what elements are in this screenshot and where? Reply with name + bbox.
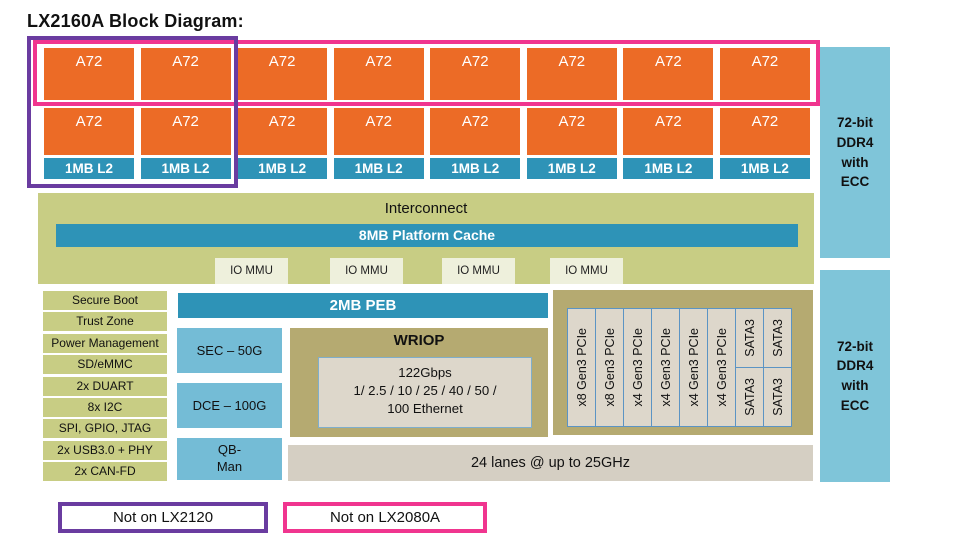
pcie-lane-label: x4 Gen3 PCIe [714,328,729,407]
pcie-lane-label: x4 Gen3 PCIe [686,328,701,407]
pcie-lane-label: x4 Gen3 PCIe [630,328,645,407]
serdes-lanes-bar: 24 lanes @ up to 25GHz [288,445,813,481]
l2-cache-box: 1MB L2 [719,158,810,179]
ddr4-controller-2: 72-bit DDR4 with ECC [820,270,890,482]
a72-core-box: A72 [623,48,714,100]
sata3-label: SATA3 [770,378,785,416]
a72-core-box: A72 [430,48,521,100]
l2-cache-box: 1MB L2 [140,158,231,179]
l2-cache-box: 1MB L2 [44,158,134,179]
core-column-4: A72 A72 1MB L2 [333,48,424,179]
a72-core-box: A72 [333,108,424,155]
peripheral-sd-emmc: SD/eMMC [43,355,167,375]
a72-core-box: A72 [719,48,810,100]
a72-core-box: A72 [526,108,617,155]
sata3-label: SATA3 [742,319,757,357]
wriop-ethernet-detail: 122Gbps 1/ 2.5 / 10 / 25 / 40 / 50 / 100… [318,357,532,428]
not-on-lx2080a-outline [33,40,820,106]
l2-cache-box: 1MB L2 [623,158,714,179]
a72-core-box: A72 [430,108,521,155]
wriop-title: WRIOP [393,332,445,349]
peripheral-trust-zone: Trust Zone [43,312,167,332]
a72-core-box: A72 [140,48,231,100]
peripheral-list: Secure Boot Trust Zone Power Management … [43,291,167,482]
core-column-2: A72 A72 1MB L2 [140,48,231,179]
interconnect-label: Interconnect [384,200,468,217]
not-on-lx2120-outline [27,36,238,188]
dce-accelerator-box: DCE – 100G [177,383,282,428]
io-mmu-box: IO MMU [550,258,623,284]
a72-core-box: A72 [623,108,714,155]
a72-core-box: A72 [333,48,424,100]
a72-core-box: A72 [719,108,810,155]
l2-cache-box: 1MB L2 [237,158,328,179]
sata3-box: SATA3 [735,308,764,368]
core-column-8: A72 A72 1MB L2 [719,48,810,179]
sec-accelerator-box: SEC – 50G [177,328,282,373]
peripheral-duart: 2x DUART [43,376,167,396]
serdes-lanes: x8 Gen3 PCIe x8 Gen3 PCIe x4 Gen3 PCIe x… [567,308,792,427]
a72-core-box: A72 [237,108,328,155]
a72-core-box: A72 [44,108,134,155]
sata-column: SATA3 SATA3 [763,308,792,427]
peripheral-spi-gpio-jtag: SPI, GPIO, JTAG [43,419,167,439]
pcie-lane-box: x4 Gen3 PCIe [623,308,652,427]
pcie-lane-label: x8 Gen3 PCIe [602,328,617,407]
peb-bar: 2MB PEB [178,293,548,318]
page-title: LX2160A Block Diagram: [27,11,244,31]
peripheral-i2c: 8x I2C [43,397,167,417]
a72-core-box: A72 [44,48,134,100]
peripheral-usb: 2x USB3.0 + PHY [43,440,167,460]
pcie-lane-box: x4 Gen3 PCIe [651,308,680,427]
core-column-7: A72 A72 1MB L2 [623,48,714,179]
ddr4-controller-1: 72-bit DDR4 with ECC [820,47,890,258]
legend-not-on-lx2120: Not on LX2120 [58,502,268,533]
core-grid: A72 A72 1MB L2 A72 A72 1MB L2 A72 A72 1M… [44,48,810,179]
core-column-3: A72 A72 1MB L2 [237,48,328,179]
legend-not-on-lx2080a: Not on LX2080A [283,502,487,533]
pcie-lane-box: x4 Gen3 PCIe [679,308,708,427]
sata3-label: SATA3 [770,319,785,357]
core-column-6: A72 A72 1MB L2 [526,48,617,179]
io-mmu-box: IO MMU [330,258,403,284]
a72-core-box: A72 [140,108,231,155]
pcie-lane-label: x4 Gen3 PCIe [658,328,673,407]
sata3-box: SATA3 [763,367,792,427]
pcie-lane-label: x8 Gen3 PCIe [574,328,589,407]
io-mmu-box: IO MMU [442,258,515,284]
core-column-1: A72 A72 1MB L2 [44,48,134,179]
peripheral-can-fd: 2x CAN-FD [43,462,167,482]
io-mmu-box: IO MMU [215,258,288,284]
sata3-box: SATA3 [735,367,764,427]
qbman-box: QB- Man [177,438,282,480]
sata3-label: SATA3 [742,378,757,416]
l2-cache-box: 1MB L2 [430,158,521,179]
l2-cache-box: 1MB L2 [526,158,617,179]
pcie-lane-box: x8 Gen3 PCIe [567,308,596,427]
peripheral-power-management: Power Management [43,333,167,353]
platform-cache-bar: 8MB Platform Cache [56,224,798,247]
core-column-5: A72 A72 1MB L2 [430,48,521,179]
pcie-lane-box: x4 Gen3 PCIe [707,308,736,427]
l2-cache-box: 1MB L2 [333,158,424,179]
a72-core-box: A72 [526,48,617,100]
sata3-box: SATA3 [763,308,792,368]
a72-core-box: A72 [237,48,328,100]
peripheral-secure-boot: Secure Boot [43,291,167,310]
pcie-lane-box: x8 Gen3 PCIe [595,308,624,427]
sata-column: SATA3 SATA3 [735,308,764,427]
